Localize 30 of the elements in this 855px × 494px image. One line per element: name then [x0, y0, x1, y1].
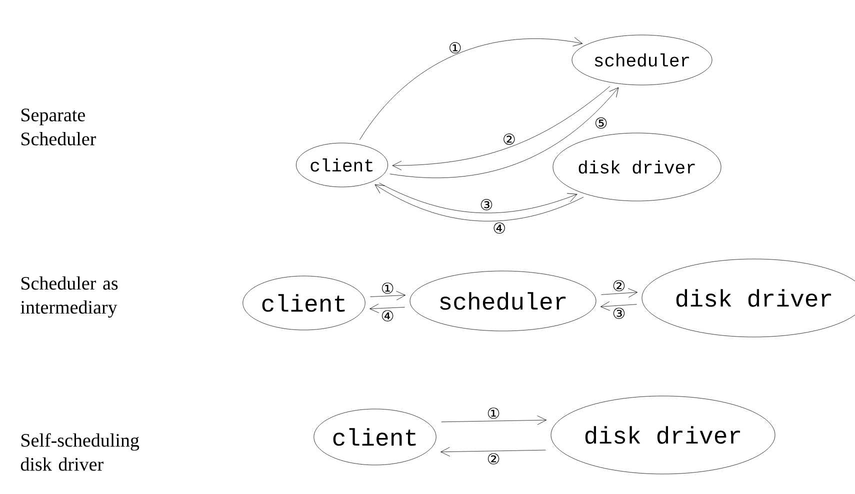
edge-label: ① [488, 408, 500, 419]
edge-label: ④ [382, 310, 394, 322]
edge-label: ⑤ [595, 117, 607, 129]
edge-label: ① [450, 42, 461, 54]
edge-label: ② [488, 453, 500, 464]
group-label: Separate Scheduler [21, 108, 96, 146]
arrow [441, 416, 547, 425]
ellipse-node: scheduler [572, 34, 712, 86]
edge-label: ② [613, 280, 625, 292]
arrow [374, 184, 584, 222]
arrow [360, 37, 583, 140]
edge-label: ④ [494, 222, 505, 234]
arrow [601, 288, 638, 298]
arrow [370, 304, 405, 314]
edge-label: ③ [480, 199, 492, 210]
arrow [440, 447, 546, 456]
edge-label: ③ [613, 308, 625, 319]
arrow [379, 182, 578, 214]
ellipse-node: client [296, 142, 388, 188]
ellipse-node: disk driver [550, 396, 776, 474]
ellipse-node: client [242, 276, 366, 330]
arrow [600, 301, 637, 311]
group-label: Scheduler as intermediary [20, 276, 118, 318]
edge-label: ② [504, 134, 515, 145]
arrow [370, 290, 406, 300]
ellipse-node: client [314, 408, 436, 466]
group-label: Self-scheduling disk driver [20, 433, 140, 471]
ellipse-node: scheduler [410, 270, 596, 332]
edge-label: ① [382, 282, 394, 294]
ellipse-node: disk driver [552, 132, 722, 202]
